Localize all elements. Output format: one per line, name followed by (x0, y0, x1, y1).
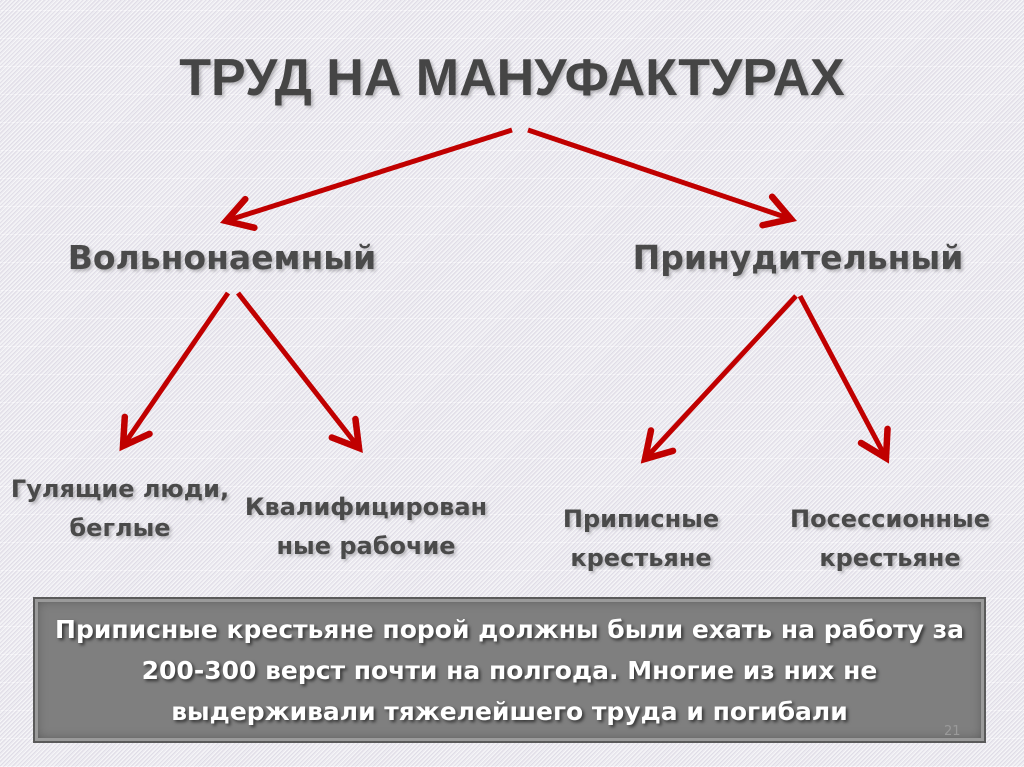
arrow-to-free (219, 127, 513, 231)
leaf-ascribed-peasants: Приписные крестьяне (562, 505, 720, 572)
arrow-to-forced (527, 127, 797, 229)
leaf-skilled-workers: Квалифицирован ные рабочие (244, 493, 488, 560)
arrow-to-ascribed (640, 294, 798, 464)
arrow-to-skilled (236, 291, 363, 453)
branch-forced-labor: Принудительный (632, 238, 964, 277)
branch-free-labor: Вольнонаемный (67, 238, 377, 277)
page-number: 21 (944, 724, 961, 739)
leaf-vagrants: Гулящие люди, беглые (10, 475, 230, 542)
note-text: Приписные крестьяне порой должны были ех… (55, 614, 964, 726)
leaf-possessional-peasants: Посессионные крестьяне (790, 505, 990, 572)
note-box: Приписные крестьяне порой должны были ех… (33, 597, 986, 743)
arrow-to-possessional (797, 294, 891, 464)
arrow-to-vagrants (119, 291, 231, 452)
slide-title: ТРУД НА МАНУФАКТУРАХ (179, 49, 845, 107)
